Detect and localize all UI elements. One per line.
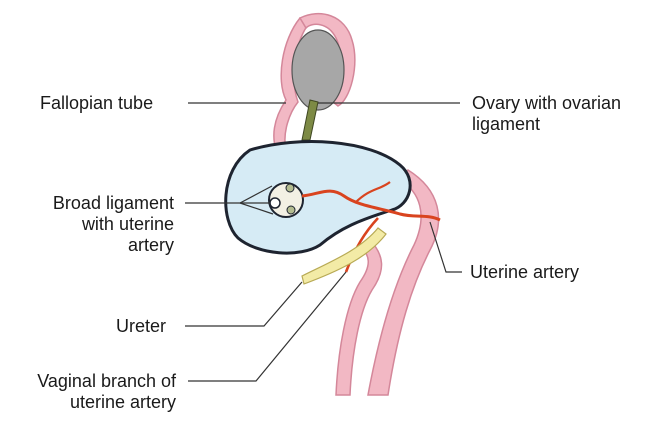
label-ovary: Ovary with ovarian ligament — [472, 93, 621, 135]
label-uterine-artery: Uterine artery — [470, 262, 579, 283]
vein-lumen-1 — [286, 184, 294, 192]
label-fallopian-tube: Fallopian tube — [40, 93, 153, 114]
leader-ureter — [185, 282, 302, 326]
label-broad-ligament: Broad ligament with uterine artery — [30, 193, 174, 256]
uterine-artery-lumen — [270, 198, 280, 208]
ovary — [292, 30, 344, 110]
label-ureter: Ureter — [116, 316, 166, 337]
vein-lumen-2 — [287, 206, 295, 214]
label-vaginal-branch: Vaginal branch of uterine artery — [6, 371, 176, 413]
ovarian-ligament — [302, 100, 318, 140]
